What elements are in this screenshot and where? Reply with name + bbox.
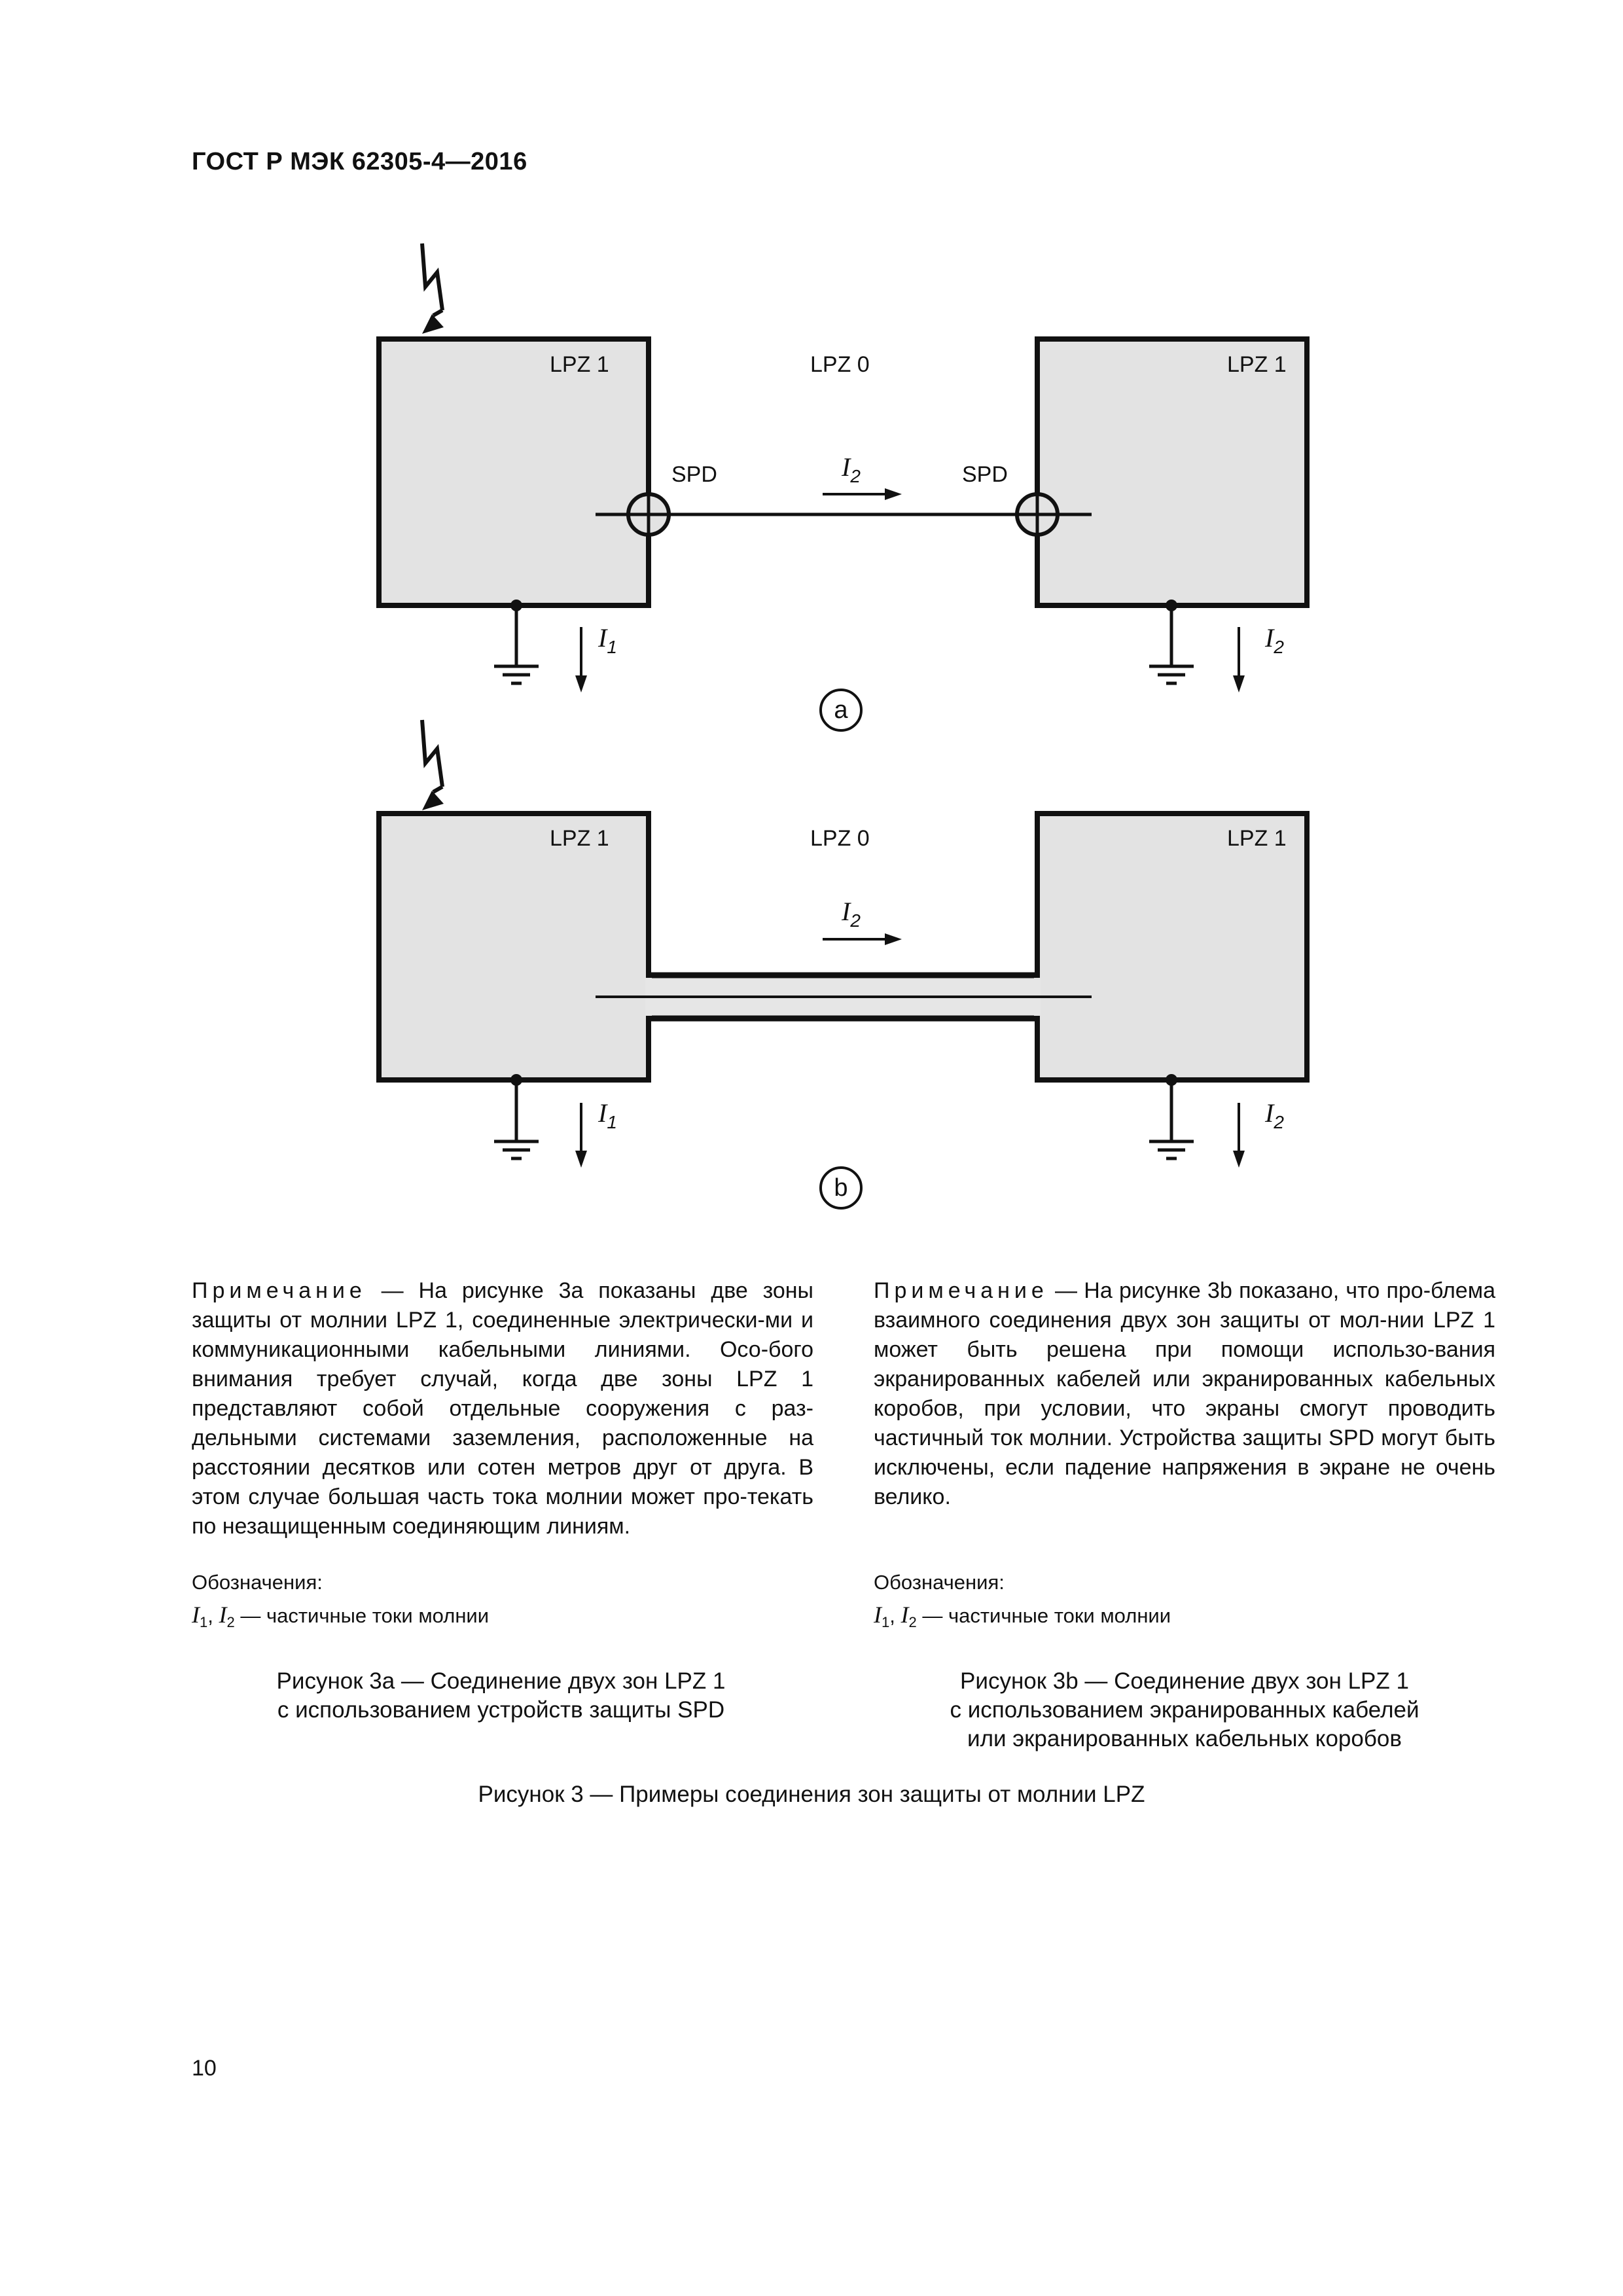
note-lead: Примечание: [874, 1278, 1048, 1303]
outer-zone-label: LPZ 0: [810, 352, 870, 377]
note-lead: Примечание: [192, 1278, 366, 1303]
note-left: Примечание — На рисунке 3а показаны две …: [192, 1276, 813, 1541]
right-zone-label: LPZ 1: [1227, 352, 1287, 377]
panel-b-marker: [819, 1166, 863, 1210]
right-ground-current-arrow: [1233, 627, 1245, 692]
right-ground-icon: [1149, 1074, 1194, 1160]
right-ground-current-symbol: I2: [1264, 623, 1284, 657]
left-zone-building: [376, 811, 651, 1083]
note-text: — На рисунке 3b показано, что про-блема …: [874, 1278, 1495, 1509]
line-current-arrow: [823, 488, 902, 500]
right-zone-building: [1035, 811, 1310, 1083]
left-zone-building: [376, 336, 651, 608]
shielded-cable: [596, 972, 1092, 1022]
left-ground-current-arrow: [575, 1103, 587, 1168]
panel-a-label: a: [834, 696, 848, 724]
note-text: — На рисунке 3а показаны две зоны защиты…: [192, 1278, 813, 1539]
document-header: ГОСТ Р МЭК 62305-4—2016: [192, 148, 527, 175]
left-ground-icon: [494, 1074, 539, 1160]
note-right: Примечание — На рисунке 3b показано, что…: [874, 1276, 1495, 1512]
figure-b: LPZ 1 LPZ 0 LPZ 1 I2 I1: [376, 719, 1310, 1210]
lightning-bolt-icon: [420, 243, 444, 311]
figure-a: LPZ 1 LPZ 0 LPZ 1 SPD SPD I2: [376, 243, 1310, 732]
panel-a-marker: [819, 689, 863, 732]
line-current-symbol: I2: [841, 897, 861, 931]
left-ground-current-arrow: [575, 627, 587, 692]
legend-right-item: I1, I2 — частичные токи молнии: [874, 1602, 1171, 1631]
left-ground-current-symbol: I1: [597, 623, 617, 657]
spd-left-icon: [626, 492, 671, 537]
right-ground-current-symbol: I2: [1264, 1098, 1284, 1132]
right-zone-label: LPZ 1: [1227, 826, 1287, 851]
left-ground-icon: [494, 600, 539, 685]
lightning-bolt-icon: [420, 719, 444, 787]
spd-left-label: SPD: [671, 462, 717, 487]
right-zone-building: [1035, 336, 1310, 608]
figure-3-caption: Рисунок 3 — Примеры соединения зон защит…: [478, 1782, 1145, 1807]
legend-left-item: I1, I2 — частичные токи молнии: [192, 1602, 490, 1631]
panel-b-label: b: [834, 1174, 847, 1202]
legend-left-title: Обозначения:: [192, 1571, 323, 1594]
legend-right-title: Обозначения:: [874, 1571, 1005, 1594]
figure-3-diagram: LPZ 1 LPZ 0 LPZ 1 SPD SPD I2: [376, 243, 1310, 1210]
right-ground-current-arrow: [1233, 1103, 1245, 1168]
page-number: 10: [192, 2056, 217, 2081]
spd-right-icon: [1015, 492, 1060, 537]
line-current-arrow: [823, 933, 902, 945]
outer-zone-label: LPZ 0: [810, 826, 870, 851]
left-zone-label: LPZ 1: [550, 826, 609, 851]
right-ground-icon: [1149, 600, 1194, 685]
left-zone-label: LPZ 1: [550, 352, 609, 377]
lightning-arrowhead: [422, 314, 444, 334]
caption-figure-3a: Рисунок 3а — Соединение двух зон LPZ 1 с…: [276, 1668, 726, 1723]
left-ground-current-symbol: I1: [597, 1098, 617, 1132]
spd-right-label: SPD: [962, 462, 1008, 487]
caption-figure-3b: Рисунок 3b — Соединение двух зон LPZ 1 с…: [950, 1668, 1419, 1751]
line-current-symbol: I2: [841, 452, 861, 486]
lightning-arrowhead: [422, 791, 444, 810]
